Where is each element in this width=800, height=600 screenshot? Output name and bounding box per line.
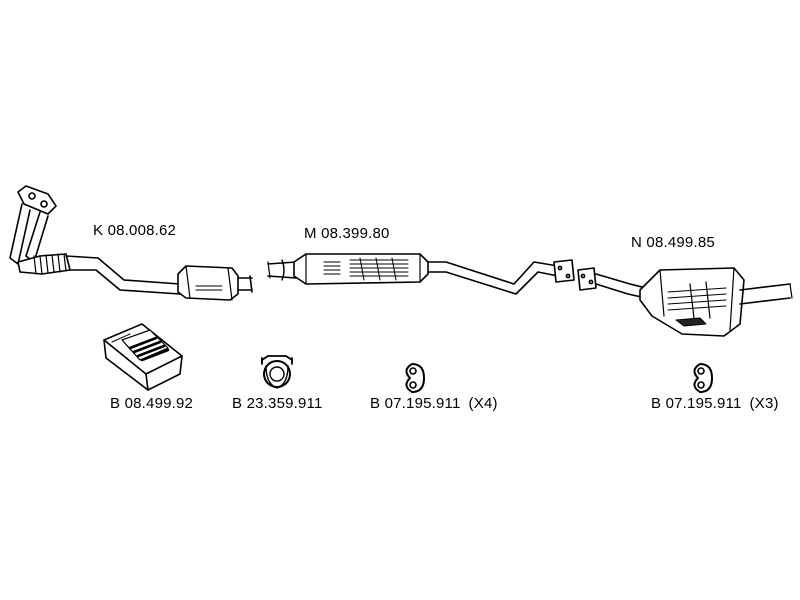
mounting-kit-part-number: B 08.499.92 [110,395,194,412]
rubber-ring-middle-label: B 07.195.911 (X4) [370,395,498,412]
clamp-part-number: B 23.359.911 [232,395,323,412]
rear-silencer-part-number: N 08.499.85 [631,234,715,251]
middle-silencer-drawing [267,253,575,295]
rubber-ring-middle-drawing [405,363,425,393]
rubber-ring-rear-part-number: B 07.195.911 [651,395,742,412]
rubber-ring-middle-part-number: B 07.195.911 [370,395,461,412]
middle-silencer-part-number: M 08.399.80 [304,225,390,242]
mounting-kit-drawing [103,323,183,391]
rubber-ring-middle-quantity: (X4) [468,395,498,412]
rubber-ring-rear-quantity: (X3) [749,395,779,412]
front-pipe-part-number: K 08.008.62 [93,222,177,239]
rubber-ring-rear-label: B 07.195.911 (X3) [651,395,779,412]
clamp-drawing [261,355,293,389]
rear-silencer-drawing [577,267,793,337]
front-pipe-drawing [9,185,253,301]
rubber-ring-rear-drawing [693,363,713,393]
